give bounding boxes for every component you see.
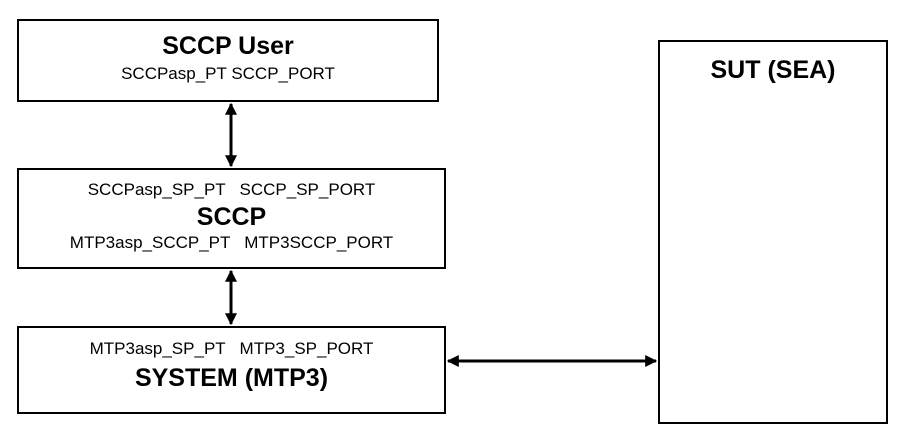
sut-title: SUT (SEA) — [710, 56, 836, 84]
sccp-user-title: SCCP User — [162, 32, 294, 60]
sccp-user-box: SCCP User SCCPasp_PT SCCP_PORT — [17, 19, 439, 102]
sccp-lower-ports: MTP3asp_SCCP_PT MTP3SCCP_PORT — [69, 233, 394, 252]
sccp-upper-ports: SCCPasp_SP_PT SCCP_SP_PORT — [87, 180, 376, 199]
system-title: SYSTEM (MTP3) — [134, 364, 329, 392]
sccp-box: SCCPasp_SP_PT SCCP_SP_PORT SCCP MTP3asp_… — [17, 168, 446, 269]
system-ports: MTP3asp_SP_PT MTP3_SP_PORT — [89, 339, 374, 358]
sccp-user-ports: SCCPasp_PT SCCP_PORT — [121, 64, 335, 83]
system-mtp3-box: MTP3asp_SP_PT MTP3_SP_PORT SYSTEM (MTP3) — [17, 326, 446, 414]
sut-sea-box: SUT (SEA) — [658, 40, 888, 424]
sccp-title: SCCP — [196, 203, 267, 231]
